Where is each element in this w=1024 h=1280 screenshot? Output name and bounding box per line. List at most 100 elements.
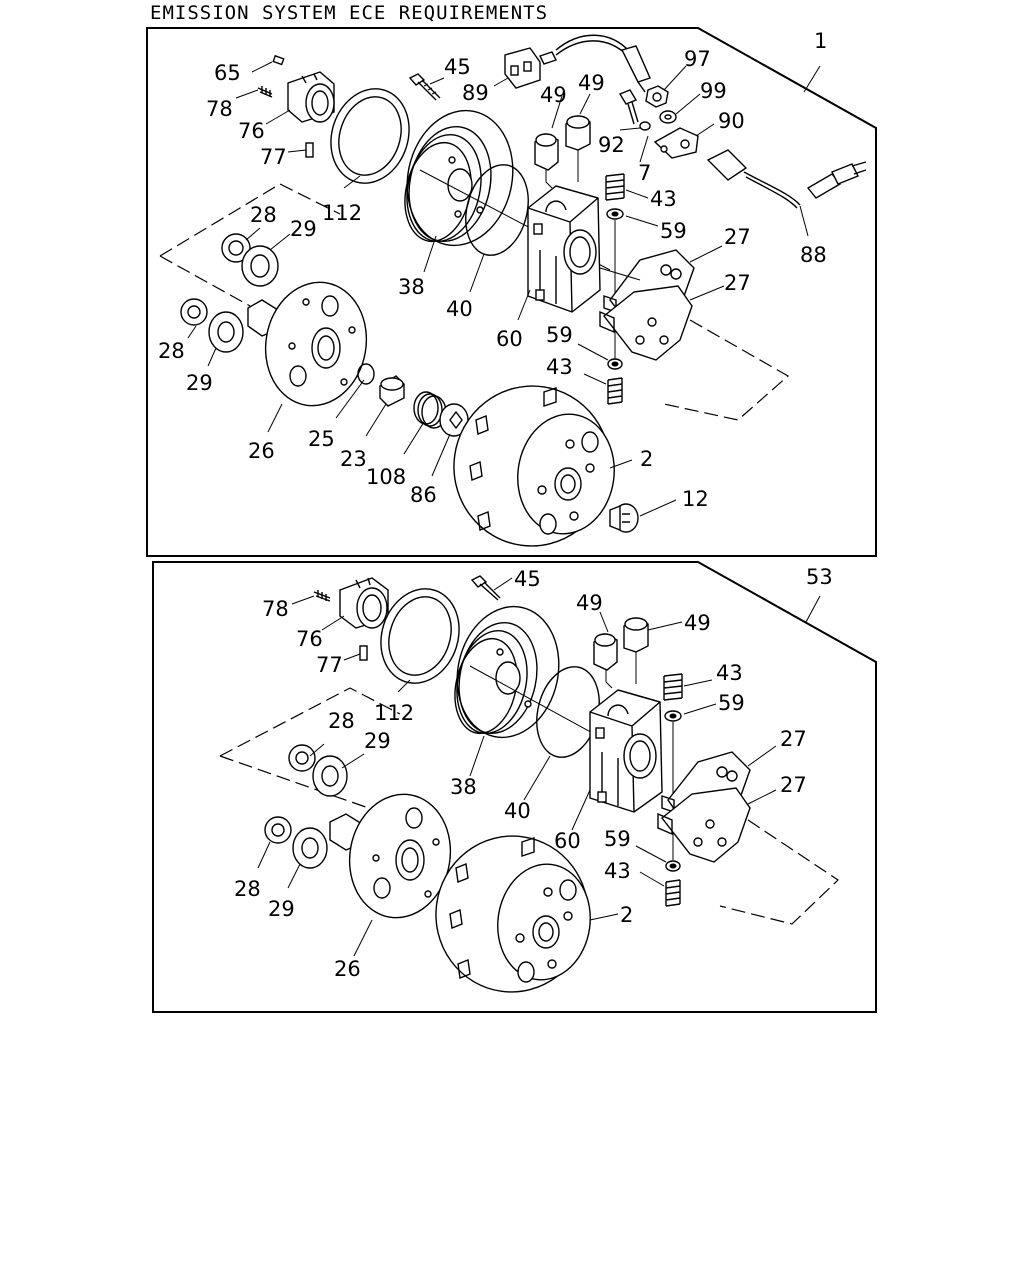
thrust-washer-part	[312, 755, 348, 797]
callout-label: 112	[374, 701, 414, 725]
callout-label: 29	[290, 217, 317, 241]
valve-body-part	[527, 185, 601, 313]
callout-label: 43	[604, 859, 631, 883]
callout-label: 76	[238, 119, 265, 143]
bearing-part	[264, 816, 292, 844]
callout-label: 27	[780, 727, 807, 751]
callout-label: 28	[158, 339, 185, 363]
piston-housing-part	[404, 109, 514, 247]
callout-label: 2	[640, 447, 653, 471]
callout-label: 86	[410, 483, 437, 507]
collar-part	[287, 71, 335, 123]
seal-part	[607, 358, 623, 370]
washer-part	[659, 110, 677, 124]
clutch-drum-part	[453, 385, 615, 547]
seal-part	[665, 860, 681, 872]
callout-label: 59	[660, 219, 687, 243]
callout-label: 59	[546, 323, 573, 347]
callout-label: 60	[554, 829, 581, 853]
callout-label: 2	[620, 903, 633, 927]
page-title: EMISSION SYSTEM ECE REQUIREMENTS	[150, 2, 549, 24]
cover-plate-part	[329, 793, 452, 919]
plug-part	[609, 503, 639, 533]
callout-label: 29	[268, 897, 295, 921]
callout-label: 49	[578, 71, 605, 95]
thrust-washer-part	[292, 827, 328, 869]
bolt-part	[470, 575, 501, 601]
assembly-group-1	[159, 34, 867, 547]
thrust-washer-part	[208, 311, 244, 353]
callout-label: 108	[366, 465, 406, 489]
bearing-part	[180, 298, 208, 326]
spring-part	[665, 879, 681, 907]
bearing-part	[288, 744, 316, 772]
pin-part	[359, 645, 368, 661]
callout-label: 45	[514, 567, 541, 591]
callout-label: 49	[576, 591, 603, 615]
solenoid-part	[565, 115, 591, 151]
callout-label: 28	[250, 203, 277, 227]
callout-label: 49	[540, 83, 567, 107]
snap-ring-part	[357, 363, 375, 385]
solenoid-part	[534, 133, 559, 171]
callout-label: 28	[328, 709, 355, 733]
group-number: 53	[806, 565, 833, 589]
spring-part	[663, 673, 683, 701]
callout-label: 65	[214, 61, 241, 85]
callout-label: 40	[504, 799, 531, 823]
bracket-part	[657, 787, 751, 863]
nut-part	[645, 85, 669, 108]
callout-label: 43	[716, 661, 743, 685]
bracket-part	[653, 127, 699, 159]
callout-label: 38	[450, 775, 477, 799]
spring-part	[607, 377, 623, 405]
pin-part	[305, 142, 314, 158]
callout-label: 23	[340, 447, 367, 471]
callout-label: 60	[496, 327, 523, 351]
callout-label: 7	[638, 161, 651, 185]
bolt-part	[408, 73, 441, 101]
callout-label: 43	[650, 187, 677, 211]
callout-label: 77	[316, 653, 343, 677]
screw-part	[313, 590, 331, 602]
callout-label: 77	[260, 145, 287, 169]
seal-part	[606, 208, 624, 220]
piston-housing-part	[454, 605, 560, 739]
group-number: 1	[814, 29, 827, 53]
thrust-washer-part	[241, 245, 279, 287]
seal-part	[664, 710, 682, 722]
bracket-part	[599, 285, 693, 361]
ring-part	[380, 588, 460, 684]
solenoid-part	[623, 617, 649, 653]
ring-part	[330, 88, 410, 184]
spring-part	[605, 173, 625, 201]
callout-label: 43	[546, 355, 573, 379]
pin-part	[272, 54, 285, 66]
bearing-part	[221, 233, 251, 263]
assembly-group-53	[219, 575, 839, 993]
connector-part	[504, 34, 651, 93]
callout-label: 25	[308, 427, 335, 451]
cover-plate-part	[247, 281, 368, 407]
callout-label: 40	[446, 297, 473, 321]
frame-group-53	[152, 561, 877, 1013]
callout-label: 92	[598, 133, 625, 157]
callout-label: 59	[718, 691, 745, 715]
callout-label: 88	[800, 243, 827, 267]
callout-label: 90	[718, 109, 745, 133]
valve-body-part	[589, 689, 663, 813]
callout-label: 27	[780, 773, 807, 797]
callout-label: 99	[700, 79, 727, 103]
callout-label: 29	[364, 729, 391, 753]
callout-label: 38	[398, 275, 425, 299]
callout-label: 76	[296, 627, 323, 651]
callout-label: 59	[604, 827, 631, 851]
washer-part	[639, 121, 651, 131]
callout-label: 28	[234, 877, 261, 901]
callout-label: 27	[724, 271, 751, 295]
collar-part	[339, 577, 389, 629]
callout-label: 97	[684, 47, 711, 71]
o-ring-part	[465, 164, 529, 256]
